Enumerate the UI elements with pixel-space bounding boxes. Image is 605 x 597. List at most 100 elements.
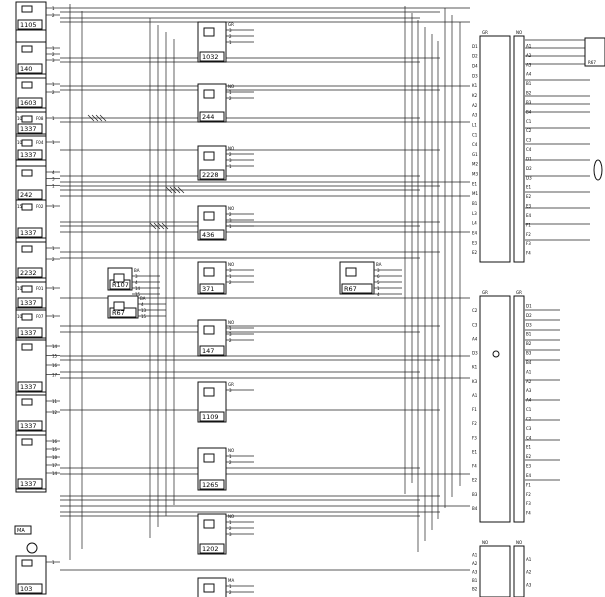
twist-mark xyxy=(149,222,157,230)
pin-number: 4 xyxy=(141,302,144,307)
component-id: 244 xyxy=(202,113,214,121)
component-id-box xyxy=(17,583,43,594)
pin-number: F2 xyxy=(526,232,531,237)
pin-number: D1 xyxy=(526,303,532,308)
component-id-box xyxy=(17,123,43,134)
pin-number: B2 xyxy=(526,341,532,346)
pin-number: A3 xyxy=(526,62,532,67)
relay-r67-top xyxy=(584,37,605,67)
pin-number: C1 xyxy=(526,119,532,124)
pin-number: E3 xyxy=(472,240,478,245)
pin-number: 2 xyxy=(52,13,55,18)
component-id: R107 xyxy=(112,281,129,289)
connector-color: NO xyxy=(516,540,522,545)
pin-number: L1 xyxy=(472,122,477,127)
pin-number: 15 xyxy=(52,354,58,359)
fuse-code: F07 xyxy=(36,314,44,319)
pin-number: 4 xyxy=(377,292,380,297)
pin-number: L4 xyxy=(472,221,477,226)
component-id: 1337 xyxy=(20,480,37,488)
pin-number: F1 xyxy=(526,222,531,227)
component-id-box xyxy=(17,297,43,308)
component-symbol xyxy=(21,81,33,89)
connector-color: GR xyxy=(516,290,522,295)
component-id: 2228 xyxy=(202,171,219,179)
connector-color: BA xyxy=(140,296,146,301)
connector-color: NO xyxy=(228,448,234,453)
pin-number: 6 xyxy=(377,274,380,279)
pin-number: A3 xyxy=(472,113,478,118)
pin-number: 16 xyxy=(52,439,58,444)
component-id: 1337 xyxy=(20,329,37,337)
component-id: 103 xyxy=(20,585,32,593)
component-id: 242 xyxy=(20,191,32,199)
component-id-box xyxy=(199,51,225,62)
connector-color: NO xyxy=(228,320,234,325)
pin-number: E3 xyxy=(526,464,532,469)
pin-number: B2 xyxy=(472,587,478,592)
component-id: 1337 xyxy=(20,151,37,159)
pin-number: A2 xyxy=(526,379,532,384)
pin-number: A4 xyxy=(472,336,478,341)
component-symbol xyxy=(203,89,215,99)
component-id: R67 xyxy=(344,285,357,293)
pin-number: C2 xyxy=(526,128,532,133)
pin-number: 2 xyxy=(229,96,232,101)
component-id: 2232 xyxy=(20,269,37,277)
component-id-box xyxy=(199,411,225,422)
pin-number: 1 xyxy=(52,286,55,291)
component-symbol xyxy=(21,245,33,253)
pin-number: 2 xyxy=(229,280,232,285)
pin-number: 15 xyxy=(52,447,58,452)
component-symbol xyxy=(21,139,33,147)
pin-number: B1 xyxy=(472,578,478,583)
pin-number: 2 xyxy=(229,526,232,531)
pin-number: A2 xyxy=(526,53,532,58)
connector-color: GR xyxy=(482,30,488,35)
connector-color: NO xyxy=(516,30,522,35)
component-symbol xyxy=(21,285,33,293)
pin-number: F3 xyxy=(472,435,477,440)
pin-number: E2 xyxy=(526,194,532,199)
component-symbol xyxy=(21,45,33,53)
pin-number: 3 xyxy=(135,274,138,279)
twist-mark xyxy=(165,186,173,194)
ecu-connector-gr-1: GRD1D2D4D3K1K2A2A3L1C1C4G1M2M3E1M1B1L3L4… xyxy=(472,30,511,263)
fuse-rating: 10A xyxy=(17,286,25,291)
pin-number: 1 xyxy=(52,314,55,319)
component-id: 1265 xyxy=(202,481,219,489)
pin-number: B2 xyxy=(526,91,532,96)
component-symbol xyxy=(113,301,125,311)
pin-number: C3 xyxy=(526,138,532,143)
pin-number: C1 xyxy=(526,407,532,412)
component-id-box xyxy=(17,19,43,30)
component-id-box xyxy=(17,267,43,278)
pin-number: E3 xyxy=(526,204,532,209)
pin-number: C4 xyxy=(526,147,532,152)
pin-number: K1 xyxy=(472,83,478,88)
pin-number: M2 xyxy=(472,162,478,167)
pin-number: 3 xyxy=(229,28,232,33)
pin-number: 1 xyxy=(52,46,55,51)
connector-block xyxy=(479,545,511,597)
component-id-box xyxy=(17,420,43,431)
pin-number: A4 xyxy=(526,72,532,77)
component-symbol xyxy=(21,5,33,13)
pin-number: 17 xyxy=(52,463,58,468)
pin-number: 17 xyxy=(52,373,58,378)
component-id-box xyxy=(17,478,43,489)
pin-number: C4 xyxy=(526,435,532,440)
pin-number: 18 xyxy=(52,455,58,460)
wire-bundle: R67 xyxy=(60,4,605,571)
